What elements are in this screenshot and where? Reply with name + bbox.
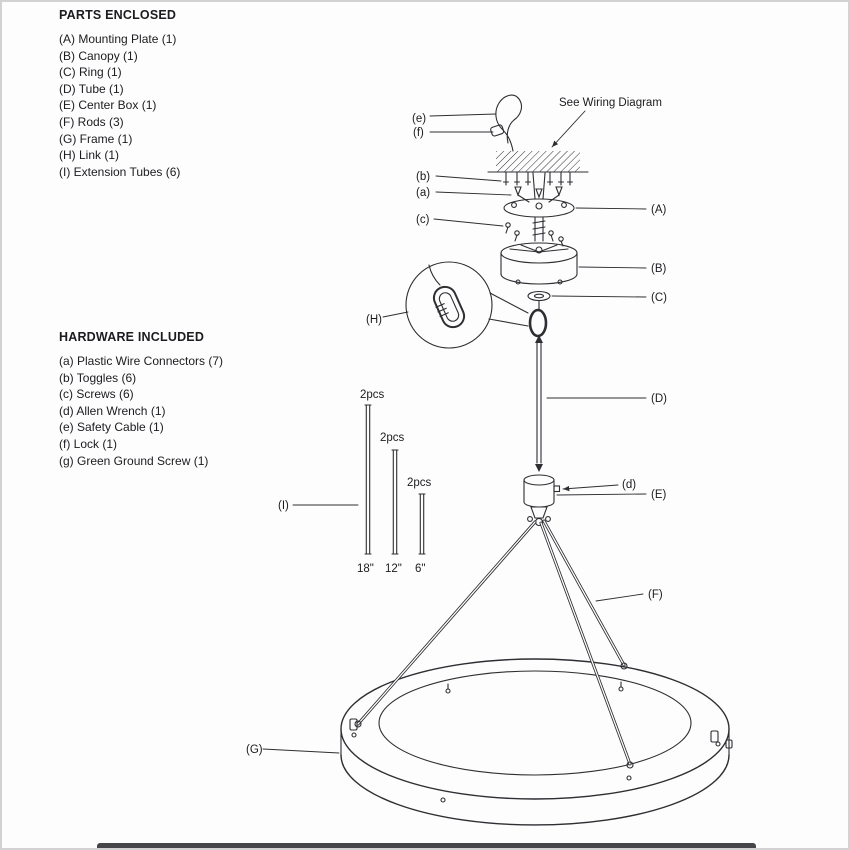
parts-enclosed-title: PARTS ENCLOSED <box>59 8 177 22</box>
toggles <box>502 171 574 186</box>
cable-lock <box>490 124 505 137</box>
hardware-included-section: HARDWARE INCLUDED (a) Plastic Wire Conne… <box>59 330 289 471</box>
hardware-item: (c) Screws (6) <box>59 387 134 402</box>
hardware-item: (d) Allen Wrench (1) <box>59 403 166 418</box>
qty-label-12: 2pcs <box>380 432 405 444</box>
parts-item: (H) Link (1) <box>59 148 120 163</box>
rods <box>354 519 634 769</box>
hardware-item: (a) Plastic Wire Connectors (7) <box>59 354 224 368</box>
see-wiring-note: See Wiring Diagram <box>559 97 662 109</box>
mounting-plate <box>503 198 575 242</box>
ceiling-hatch <box>487 151 589 173</box>
label-e: (e) <box>412 113 426 125</box>
wire-connectors <box>514 172 563 203</box>
tube-size-6: 6" <box>415 563 425 575</box>
label-a: (a) <box>416 187 430 199</box>
hardware-included-list: (a) Plastic Wire Connectors (7) (b) Togg… <box>59 355 289 467</box>
extension-tubes <box>364 404 426 555</box>
label-A: (A) <box>651 204 667 216</box>
label-F: (F) <box>648 589 663 601</box>
label-c: (c) <box>416 214 430 226</box>
link-detail-magnifier <box>405 261 529 349</box>
parts-item: (I) Extension Tubes (6) <box>59 164 181 179</box>
parts-item: (A) Mounting Plate (1) <box>59 32 177 46</box>
center-box <box>523 474 561 527</box>
hardware-item: (g) Green Ground Screw (1) <box>59 453 209 468</box>
label-G: (G) <box>246 744 263 756</box>
tube-size-18: 18" <box>357 563 374 575</box>
hardware-item: (b) Toggles (6) <box>59 370 137 385</box>
parts-enclosed-section: PARTS ENCLOSED (A) Mounting Plate (1) (B… <box>59 8 289 182</box>
parts-enclosed-list: (A) Mounting Plate (1) (B) Canopy (1) (C… <box>59 33 289 178</box>
label-H: (H) <box>366 314 382 326</box>
label-f: (f) <box>413 127 424 139</box>
tube-size-12: 12" <box>385 563 402 575</box>
hardware-item: (f) Lock (1) <box>59 436 118 451</box>
label-b: (b) <box>416 171 430 183</box>
canopy <box>500 242 578 285</box>
parts-item: (E) Center Box (1) <box>59 98 157 113</box>
parts-item: (D) Tube (1) <box>59 81 124 96</box>
parts-item: (G) Frame (1) <box>59 131 133 146</box>
parts-item: (F) Rods (3) <box>59 114 124 129</box>
qty-label-6: 2pcs <box>407 477 432 489</box>
leader-lines <box>262 110 647 754</box>
hang-ring <box>527 290 551 302</box>
parts-item: (C) Ring (1) <box>59 65 122 80</box>
label-E: (E) <box>651 489 667 501</box>
frame-ring <box>340 658 733 826</box>
label-C: (C) <box>651 292 667 304</box>
tube <box>535 335 543 472</box>
diagram-labels: See Wiring Diagram (e) (f) (b) (a) (c) (… <box>246 97 667 756</box>
label-B: (B) <box>651 263 667 275</box>
link <box>528 300 548 338</box>
hardware-included-title: HARDWARE INCLUDED <box>59 330 205 344</box>
hardware-item: (e) Safety Cable (1) <box>59 420 164 435</box>
label-D: (D) <box>651 393 667 405</box>
page-edge-shadow <box>97 843 756 848</box>
label-d: (d) <box>622 479 636 491</box>
qty-label-18: 2pcs <box>360 389 385 401</box>
parts-item: (B) Canopy (1) <box>59 48 138 63</box>
safety-cable <box>495 94 523 152</box>
label-I: (I) <box>278 500 289 512</box>
